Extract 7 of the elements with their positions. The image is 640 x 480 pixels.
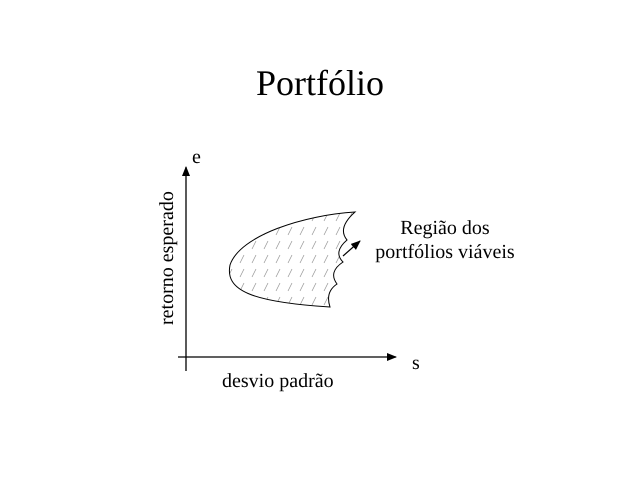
region-label: Região dos portfólios viáveis — [374, 216, 516, 264]
leader-arrow — [342, 240, 361, 256]
axis-letter: e — [192, 146, 201, 168]
axis-label: desvio padrão — [222, 370, 334, 392]
axis-label: retorno esperado — [156, 190, 178, 327]
axis-letter: s — [412, 352, 420, 374]
title: Portfólio — [254, 64, 385, 104]
